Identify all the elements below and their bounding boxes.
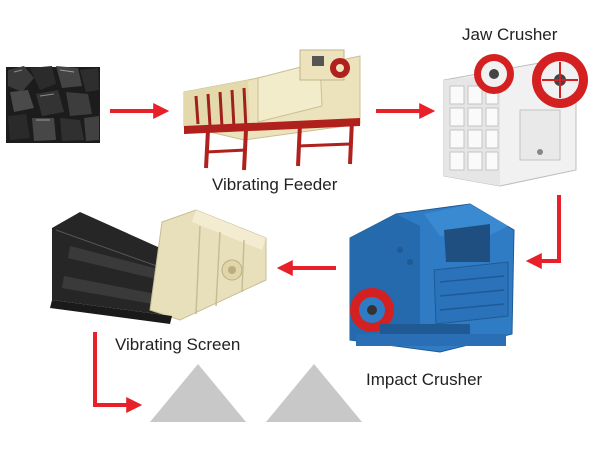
vibrating-feeder-icon — [183, 49, 361, 171]
impact-crusher-icon — [349, 203, 515, 353]
vibrating-screen-icon — [50, 209, 267, 324]
jaw-crusher-label: Jaw Crusher — [462, 25, 558, 44]
coal-lumps-icon — [6, 66, 100, 143]
vibrating-feeder-label: Vibrating Feeder — [212, 175, 338, 194]
arrow-jaw-to-impact — [525, 195, 561, 269]
vibrating-screen-label: Vibrating Screen — [115, 335, 240, 354]
arrow-screen-to-output — [93, 332, 143, 413]
jaw-crusher-icon — [443, 52, 588, 187]
stockpile-icon — [150, 364, 362, 422]
impact-crusher-label: Impact Crusher — [366, 370, 483, 389]
